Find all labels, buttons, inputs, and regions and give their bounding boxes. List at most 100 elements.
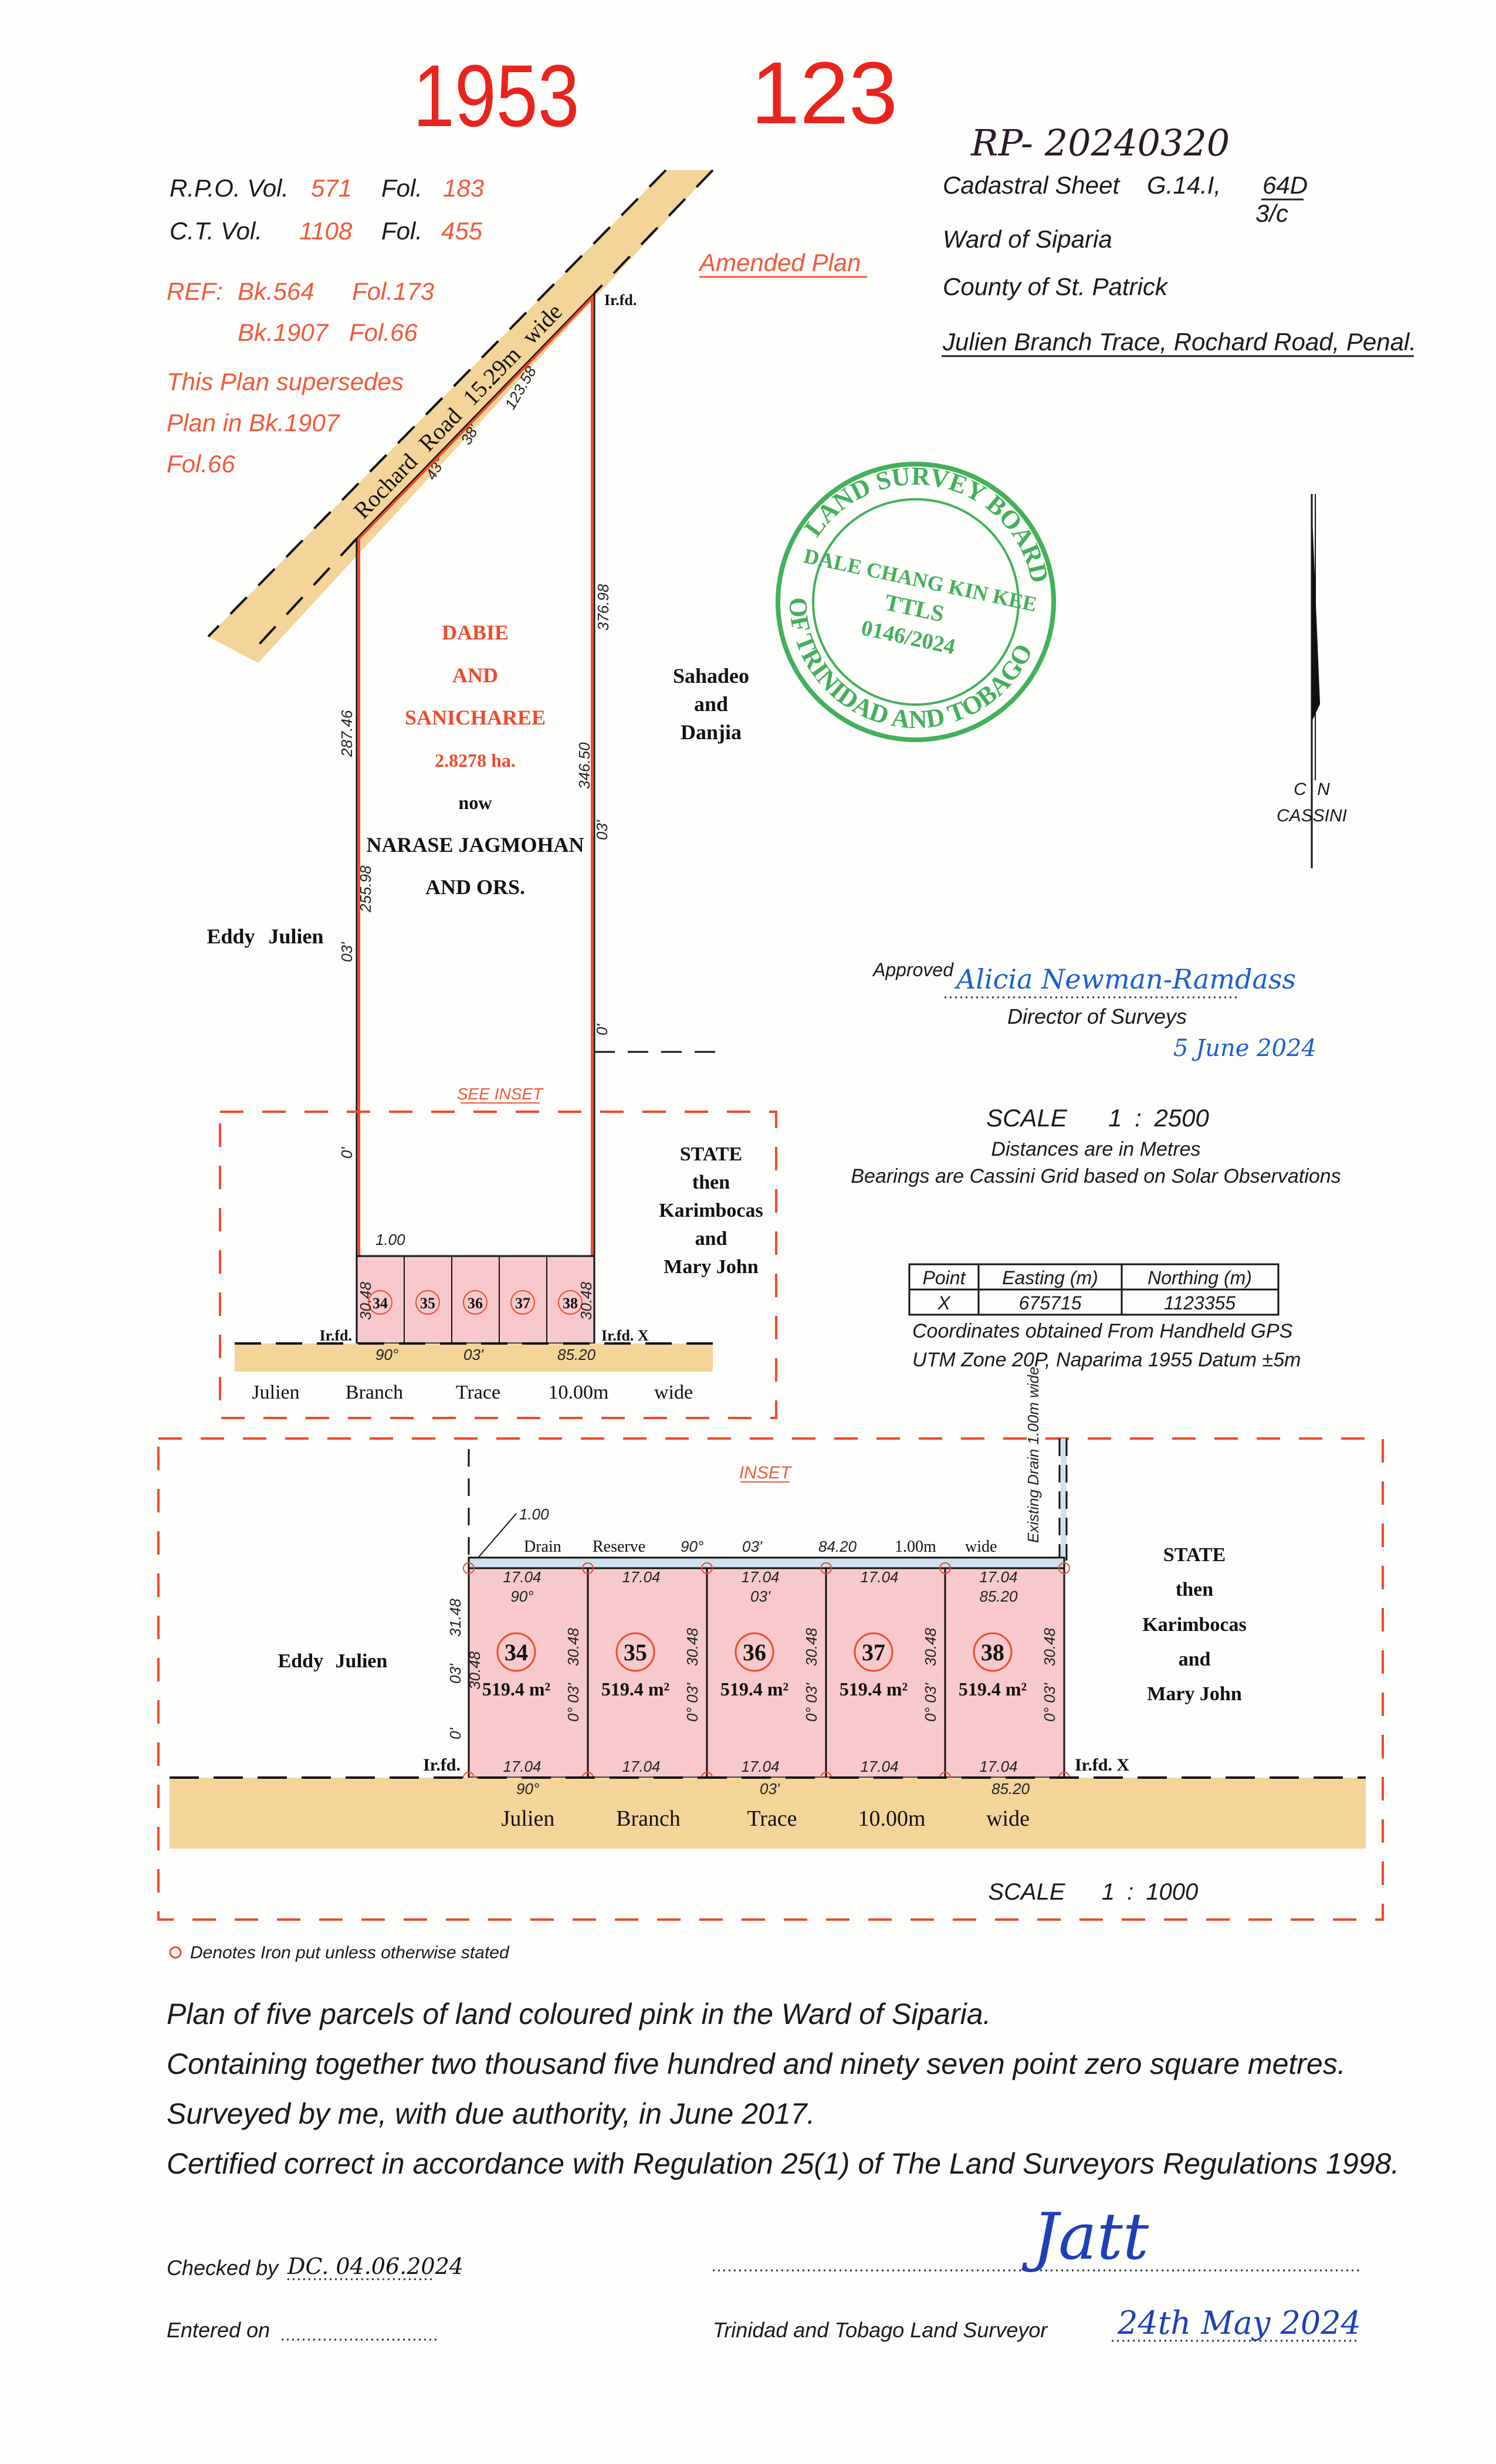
scale-ratio: 1 : 2500 bbox=[1108, 1104, 1209, 1132]
small-lot-number: 36 bbox=[468, 1295, 483, 1312]
inset-state-2: then bbox=[1176, 1579, 1213, 1600]
parcel-number-circle bbox=[854, 1632, 893, 1672]
parcel-number: 36 bbox=[743, 1639, 766, 1666]
parcel-bottom-dim: 17.04 bbox=[503, 1758, 541, 1775]
iron-found-left: Ir.fd. bbox=[320, 1327, 352, 1344]
rp-reference-handwritten: RP- 20240320 bbox=[970, 121, 1230, 164]
rpo-fol-label: Fol. bbox=[381, 174, 422, 202]
director-role: Director of Surveys bbox=[1007, 1004, 1187, 1028]
parcel-side-dim: 30.48 bbox=[1041, 1627, 1058, 1666]
county: County of St. Patrick bbox=[943, 273, 1169, 300]
parcel-side-bearing: 0° 03' bbox=[683, 1683, 701, 1722]
drain-reserve bbox=[468, 1556, 1065, 1569]
coordinates-note-1: Coordinates obtained From Handheld GPS bbox=[912, 1320, 1293, 1342]
left-bearing-min: 03' bbox=[338, 942, 356, 962]
parcel-side-dim: 30.48 bbox=[683, 1627, 701, 1666]
small-bearing-dist: 85.20 bbox=[557, 1346, 596, 1363]
inset-left-bearing-deg: 0' bbox=[446, 1728, 464, 1739]
table-cell-northing: 1123355 bbox=[1164, 1292, 1236, 1314]
certificate-line-4: Certified correct in accordance with Reg… bbox=[167, 2147, 1399, 2180]
left-dim-1: 287.46 bbox=[338, 710, 356, 757]
west-neighbour: Eddy Julien bbox=[207, 925, 323, 948]
distances-note: Distances are in Metres bbox=[991, 1138, 1200, 1160]
inset-state-1: STATE bbox=[1163, 1544, 1226, 1566]
parcel-shape bbox=[587, 1567, 708, 1779]
parcel-bottom-dim: 17.04 bbox=[979, 1758, 1017, 1775]
original-owner-1: DABIE bbox=[442, 621, 509, 644]
cadastral-fraction-top: 64D bbox=[1263, 171, 1308, 199]
iron-marker-icon bbox=[463, 1562, 475, 1574]
small-bearing-min: 03' bbox=[463, 1346, 484, 1363]
small-lot-circle bbox=[463, 1290, 488, 1315]
ct-vol: 1108 bbox=[299, 217, 353, 245]
certificate-line-3: Surveyed by me, with due authority, in J… bbox=[167, 2097, 815, 2130]
north-system-label: CASSINI bbox=[1277, 806, 1347, 825]
parcel-bottom-dim: 17.04 bbox=[741, 1758, 779, 1775]
inset-reference-box bbox=[219, 1111, 777, 1419]
right-bearing-deg: 0' bbox=[593, 1024, 611, 1035]
state-label-3: Karimbocas bbox=[659, 1200, 763, 1221]
parcel-top-bearing: 85.20 bbox=[979, 1588, 1018, 1605]
approval-block: Approved Alicia Newman-Ramdass Director … bbox=[872, 959, 1316, 1062]
ref1-book: Bk.564 bbox=[238, 277, 314, 305]
north-grid-label: C N bbox=[1294, 780, 1330, 799]
inset-left-bearing-min: 03' bbox=[446, 1663, 464, 1684]
parcel-area: 519.4 m² bbox=[482, 1678, 550, 1700]
parcel-side-bearing: 0° 03' bbox=[564, 1683, 582, 1722]
ward: Ward of Siparia bbox=[943, 225, 1112, 253]
inset-road-band bbox=[170, 1778, 1366, 1849]
director-signature: Alicia Newman-Ramdass bbox=[954, 963, 1296, 995]
drain-dim-leader bbox=[478, 1513, 517, 1558]
table-cell-point: X bbox=[937, 1292, 951, 1314]
road-edge-dashed-upper bbox=[593, 169, 714, 295]
parcel-shape bbox=[706, 1567, 827, 1779]
parcel-top-dim: 17.04 bbox=[503, 1568, 541, 1586]
checked-by-label: Checked by bbox=[167, 2256, 279, 2280]
entered-on-label: Entered on bbox=[167, 2318, 270, 2342]
drain-bearing-deg: 90° bbox=[681, 1538, 703, 1555]
north-arrow: C N CASSINI bbox=[1277, 494, 1347, 868]
address: Julien Branch Trace, Rochard Road, Penal… bbox=[942, 328, 1416, 356]
right-bearing-min: 03' bbox=[593, 820, 611, 840]
iron-marker-icon bbox=[939, 1562, 951, 1574]
small-lot-circle bbox=[558, 1290, 583, 1315]
supersedes-line-2: Plan in Bk.1907 bbox=[167, 409, 340, 436]
register-number-right: 123 bbox=[751, 43, 898, 142]
rpo-vol: 571 bbox=[311, 174, 352, 202]
approval-date: 5 June 2024 bbox=[1173, 1035, 1316, 1062]
road-word-3: Trace bbox=[456, 1382, 500, 1403]
parcel-side-bearing: 0° 03' bbox=[803, 1683, 820, 1722]
rpo-fol: 183 bbox=[443, 174, 484, 202]
inset-road-word-1: Julien bbox=[502, 1806, 555, 1831]
small-bearing-deg: 90° bbox=[375, 1346, 398, 1363]
checked-by-value: DC. 04.06.2024 bbox=[287, 2253, 463, 2279]
inset-scale-ratio: 1 : 1000 bbox=[1102, 1879, 1199, 1905]
iron-marker-icon bbox=[820, 1562, 832, 1574]
road-edge-dashed-lower bbox=[257, 537, 358, 647]
parcel-top-dim: 17.04 bbox=[860, 1568, 898, 1586]
small-lot-circle bbox=[415, 1290, 440, 1315]
stamp-outer-ring bbox=[776, 462, 1056, 742]
small-dim-right: 30.48 bbox=[577, 1281, 595, 1320]
iron-marker-icon bbox=[582, 1562, 594, 1574]
approved-label: Approved bbox=[872, 959, 954, 980]
drain-word-1: Drain bbox=[524, 1538, 561, 1556]
small-lot-number: 37 bbox=[515, 1295, 530, 1312]
inset-road-word-2: Branch bbox=[616, 1806, 681, 1831]
iron-found-top: Ir.fd. bbox=[604, 292, 637, 309]
ct-fol-label: Fol. bbox=[381, 217, 422, 245]
original-owner-3: SANICHAREE bbox=[405, 706, 546, 729]
inset-road-word-4: 10.00m bbox=[858, 1806, 925, 1831]
amended-plan-label: Amended Plan bbox=[698, 249, 861, 276]
iron-found-right: Ir.fd. X bbox=[601, 1327, 649, 1344]
parcel-area: 519.4 m² bbox=[720, 1678, 788, 1700]
table-header-easting: Easting (m) bbox=[1002, 1267, 1098, 1288]
east-neighbour-3: Danjia bbox=[681, 720, 742, 744]
left-bearing-deg: 0' bbox=[338, 1147, 356, 1159]
ct-fol: 455 bbox=[441, 217, 483, 245]
inset-bottom-bearing-min: 03' bbox=[760, 1780, 780, 1798]
